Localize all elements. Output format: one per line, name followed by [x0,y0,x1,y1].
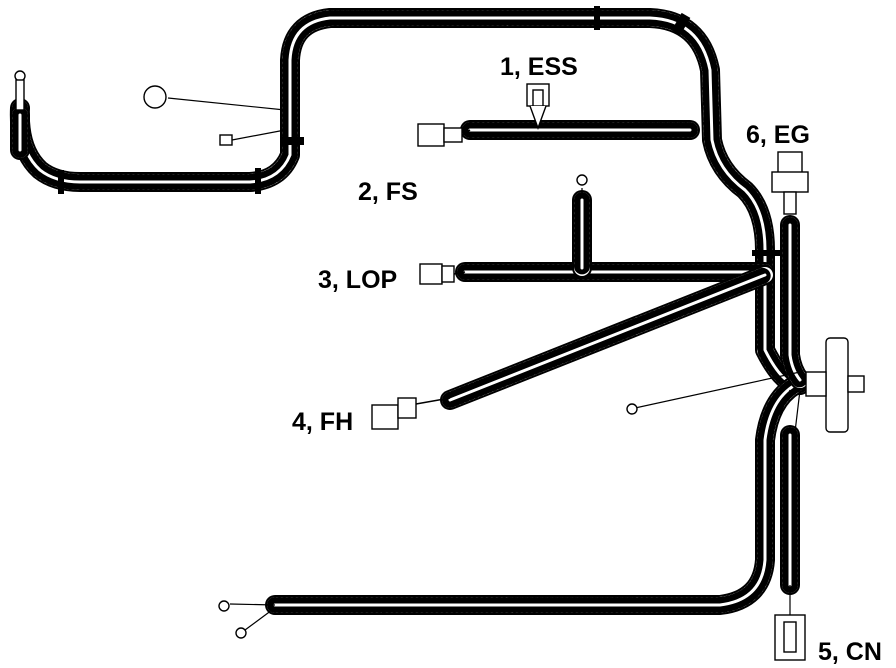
label-eg: 6, EG [746,121,810,149]
fs-connector[interactable] [417,123,471,147]
label-cn: 5, CN [818,638,882,666]
label-fs: 2, FS [358,178,418,206]
clamps [58,6,782,256]
lop-connector[interactable] [419,263,466,285]
fh-connector[interactable] [371,397,451,430]
conduit-core [448,273,767,402]
label-fh: 4, FH [292,408,353,436]
harness-conduits [9,8,810,615]
label-ess: 1, ESS [500,53,578,81]
ring-terminals [14,70,638,639]
conduit-core [788,223,802,382]
bulkhead-grommet [805,337,865,433]
component-labels: 1, ESS 2, FS 3, LOP 4, FH 6, EG 5, CN [292,53,882,666]
conduit-core [273,383,797,607]
label-lop: 3, LOP [318,266,397,294]
connectors [14,70,865,661]
cn-connector[interactable] [774,614,806,661]
eg-connector[interactable] [771,151,809,215]
ess-connector[interactable] [526,83,550,131]
conduit-core [18,16,802,387]
